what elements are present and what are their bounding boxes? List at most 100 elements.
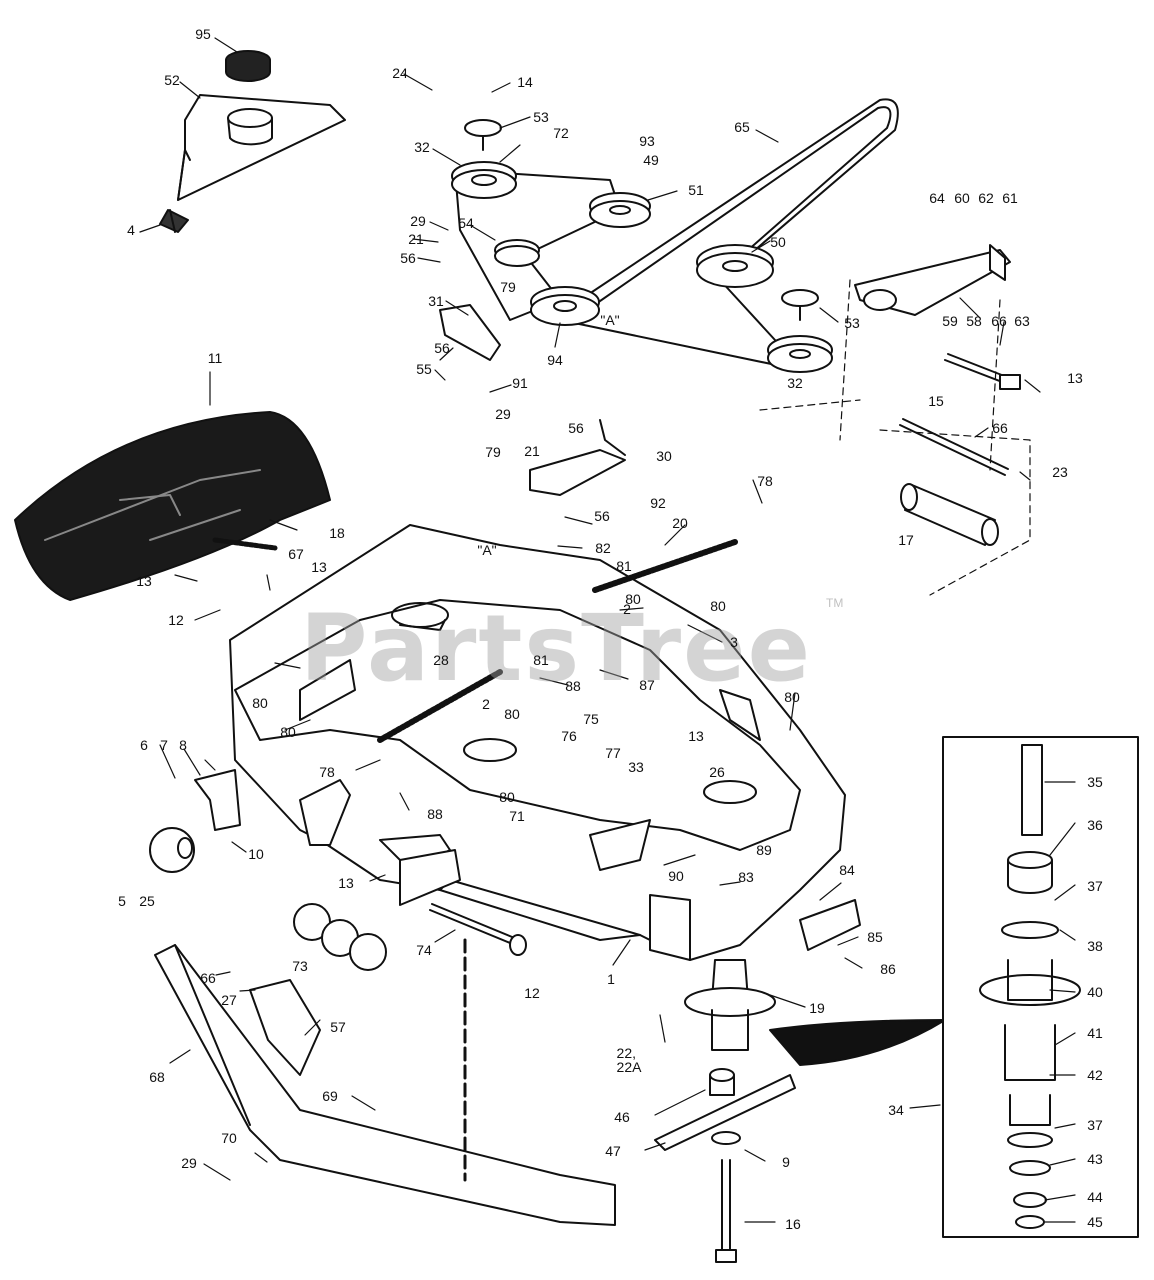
callout-17: 17 bbox=[898, 532, 914, 548]
idler-53-right bbox=[781, 289, 819, 321]
wheel-5 bbox=[149, 827, 195, 873]
callout-32-right: 32 bbox=[787, 375, 803, 391]
callout-74: 74 bbox=[416, 942, 432, 958]
callout-79: 79 bbox=[500, 279, 516, 295]
pulley-50 bbox=[696, 244, 774, 288]
callout-66-c: 66 bbox=[200, 970, 216, 986]
callout-13-a: 13 bbox=[1067, 370, 1083, 386]
callout-70: 70 bbox=[221, 1130, 237, 1146]
callout-29-c: 29 bbox=[181, 1155, 197, 1171]
pointer-to-inset bbox=[769, 1019, 946, 1066]
callout-67: 67 bbox=[288, 546, 304, 562]
callout-8: 8 bbox=[179, 737, 187, 753]
knob-part bbox=[159, 209, 189, 233]
callout-42: 42 bbox=[1087, 1067, 1103, 1083]
callout-31: 31 bbox=[428, 293, 444, 309]
callout-64: 64 bbox=[929, 190, 945, 206]
axle-74 bbox=[429, 903, 527, 956]
callout-62: 62 bbox=[978, 190, 994, 206]
callout-a-mid: "A" bbox=[477, 542, 497, 558]
callout-55: 55 bbox=[416, 361, 432, 377]
callout-61: 61 bbox=[1002, 190, 1018, 206]
pulley-54 bbox=[494, 239, 540, 267]
callout-36: 36 bbox=[1087, 817, 1103, 833]
callout-93: 93 bbox=[639, 133, 655, 149]
callout-90: 90 bbox=[668, 868, 684, 884]
callout-56-c: 56 bbox=[568, 420, 584, 436]
callout-25: 25 bbox=[139, 893, 155, 909]
roller-17 bbox=[900, 483, 999, 546]
callout-13-d: 13 bbox=[688, 728, 704, 744]
callout-22: 22, 22A bbox=[616, 1045, 642, 1075]
callout-72: 72 bbox=[553, 125, 569, 141]
callout-80-c: 80 bbox=[252, 695, 268, 711]
callout-56-d: 56 bbox=[594, 508, 610, 524]
spring-23 bbox=[377, 669, 503, 743]
callout-73: 73 bbox=[292, 958, 308, 974]
callout-6: 6 bbox=[140, 737, 148, 753]
callout-10: 10 bbox=[248, 846, 264, 862]
callout-47: 47 bbox=[605, 1143, 621, 1159]
callout-79-b: 79 bbox=[485, 444, 501, 460]
callout-18: 18 bbox=[329, 525, 345, 541]
callout-13-b: 13 bbox=[136, 573, 152, 589]
spring-67 bbox=[212, 537, 278, 551]
callout-44: 44 bbox=[1087, 1189, 1103, 1205]
callout-81-b: 81 bbox=[533, 652, 549, 668]
callout-75: 75 bbox=[583, 711, 599, 727]
callout-40: 40 bbox=[1087, 984, 1103, 1000]
callout-35: 35 bbox=[1087, 774, 1103, 790]
spindle-inset-box bbox=[942, 736, 1139, 1238]
callout-80-d: 80 bbox=[280, 724, 296, 740]
bracket-7 bbox=[194, 769, 241, 831]
callout-51: 51 bbox=[688, 182, 704, 198]
callout-21: 21 bbox=[408, 231, 424, 247]
callout-34: 34 bbox=[888, 1102, 904, 1118]
callout-16: 16 bbox=[785, 1216, 801, 1232]
baffle-84 bbox=[799, 899, 861, 951]
callout-30: 30 bbox=[656, 448, 672, 464]
callout-37: 37 bbox=[1087, 878, 1103, 894]
callout-52: 52 bbox=[164, 72, 180, 88]
deck-1 bbox=[229, 524, 846, 961]
callout-80-g: 80 bbox=[499, 789, 515, 805]
callout-53-right: 53 bbox=[844, 315, 860, 331]
callout-76: 76 bbox=[561, 728, 577, 744]
callout-32-top: 32 bbox=[414, 139, 430, 155]
callout-88-b: 88 bbox=[427, 806, 443, 822]
callout-80-b: 80 bbox=[710, 598, 726, 614]
callout-3: 3 bbox=[730, 634, 738, 650]
callout-19: 19 bbox=[809, 1000, 825, 1016]
callout-a-upper: "A" bbox=[600, 312, 620, 328]
callout-83: 83 bbox=[738, 869, 754, 885]
pulley-32-top bbox=[451, 161, 517, 199]
callout-24: 24 bbox=[392, 65, 408, 81]
callout-66-b: 66 bbox=[992, 420, 1008, 436]
callout-80-f: 80 bbox=[504, 706, 520, 722]
callout-69: 69 bbox=[322, 1088, 338, 1104]
callout-50: 50 bbox=[770, 234, 786, 250]
callout-12-b: 12 bbox=[524, 985, 540, 1001]
callout-5: 5 bbox=[118, 893, 126, 909]
callout-7: 7 bbox=[160, 737, 168, 753]
callout-2-a: 2 bbox=[623, 601, 631, 617]
callout-68: 68 bbox=[149, 1069, 165, 1085]
idler-53-top bbox=[464, 119, 502, 151]
callout-92: 92 bbox=[650, 495, 666, 511]
rollers-73 bbox=[293, 903, 387, 971]
callout-57: 57 bbox=[330, 1019, 346, 1035]
pulley-32-right bbox=[767, 335, 833, 373]
blade-47 bbox=[654, 1074, 796, 1151]
front-bar-68 bbox=[154, 944, 616, 1226]
arm-59 bbox=[854, 244, 1011, 316]
callout-49: 49 bbox=[643, 152, 659, 168]
callout-95: 95 bbox=[195, 26, 211, 42]
callout-43: 43 bbox=[1087, 1151, 1103, 1167]
callout-41: 41 bbox=[1087, 1025, 1103, 1041]
callout-4: 4 bbox=[127, 222, 135, 238]
shield-part bbox=[177, 94, 346, 201]
callout-26: 26 bbox=[709, 764, 725, 780]
bracket-30 bbox=[529, 419, 626, 496]
callout-46: 46 bbox=[614, 1109, 630, 1125]
